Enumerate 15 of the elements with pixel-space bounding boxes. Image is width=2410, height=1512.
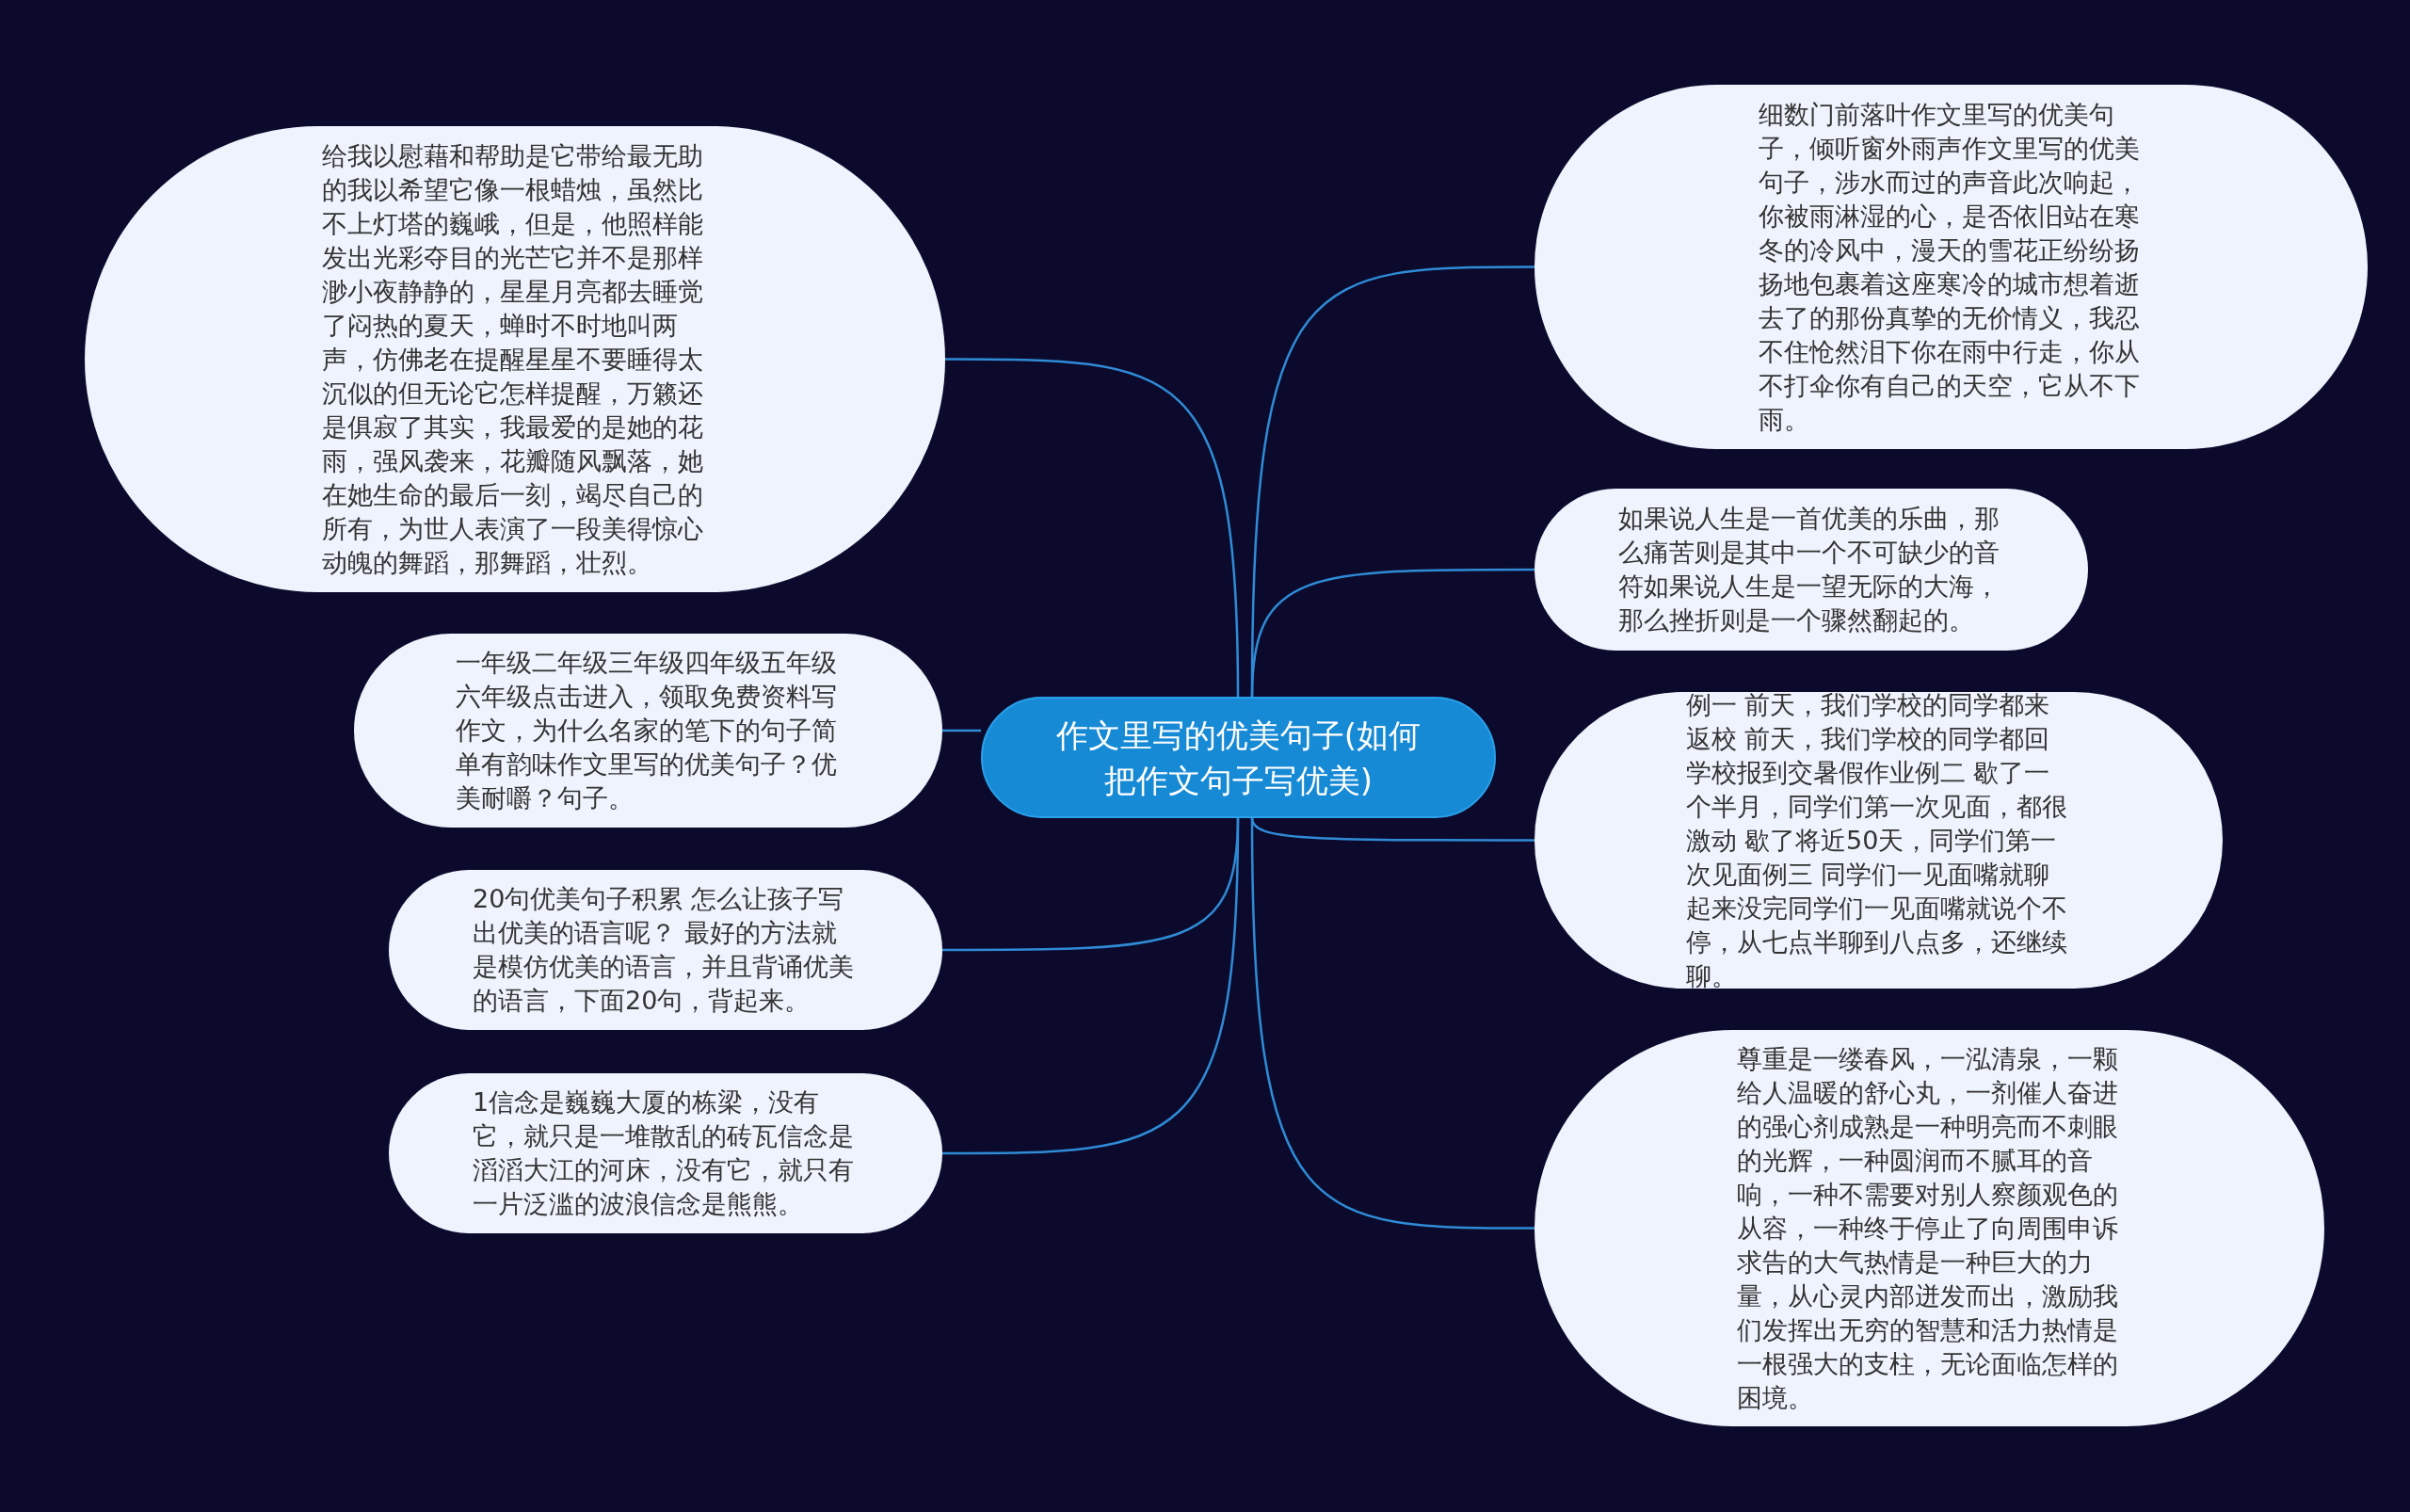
connector-line (942, 817, 1240, 1155)
topic-text: 细数门前落叶作文里写的优美句子，倾听窗外雨声作文里写的优美句子，涉水而过的声音此次响起，你被雨淋湿的心，是否依旧站在寒冬的冷风中，漫天的雪花正纷纷扬扬地包裹着这座寒冷的城市想着逝去了的那份真挚的无价情义，我忍不住怆然泪下你在雨中行走，你从不打伞你有自己的天空，它从不下雨。 (1758, 98, 2141, 436)
topic-text: 20句优美句子积累 怎么让孩子写出优美的语言呢？ 最好的方法就是模仿优美的语言，并且背诵优美的语言，下面20句，背起来。 (473, 883, 855, 1017)
topic-title: 作文里写的优美句子(如何把作文句子写优美) (1054, 715, 1422, 801)
connector-line (945, 358, 1240, 698)
topic-text: 1信念是巍巍大厦的栋梁，没有它，就只是一堆散乱的砖瓦信念是滔滔大江的河床，没有它，就只有一片泛滥的波浪信念是熊熊。 (473, 1086, 855, 1220)
connector-line (1250, 818, 1534, 1230)
connector-line (942, 729, 981, 732)
topic-text: 尊重是一缕春风，一泓清泉，一颗给人温暖的舒心丸，一剂催人奋进的强心剂成熟是一种明亮而不刺眼的光辉，一种圆润而不腻耳的音响，一种不需要对别人察颜观色的从容，一种终于停止了向周围申诉求告的大气热情是一种巨大的力量，从心灵内部迸发而出，激励我们发挥出无穷的智慧和活力热情是一根强大的支柱，无论面临怎样的困境。 (1736, 1042, 2119, 1414)
topic-text: 给我以慰藉和帮助是它带给最无助的我以希望它像一根蜡烛，虽然比不上灯塔的巍峨，但是，他照样能发出光彩夺目的光芒它并不是那样渺小夜静静的，星星月亮都去睡觉了闷热的夏天，蝉时不时地叫两声，仿佛老在提醒星星不要睡得太沉似的但无论它怎样提醒，万籁还是俱寂了其实，我最爱的是她的花雨，强风袭来，花瓣随风飘落，她在她生命的最后一刻，竭尽自己的所有，为世人表演了一段美得惊心动魄的舞蹈，那舞蹈，壮烈。 (322, 139, 704, 579)
topic-text: 例一 前天，我们学校的同学都来返校 前天，我们学校的同学都回学校报到交暑假作业例二 歇了一个半月，同学们第一次见面，都很激动 歇了将近50天，同学们第一次见面例三 同学们一见面嘴就聊起来没完同学们一见面嘴就说个不停，从七点半聊到八点多，还继续聊。 (1685, 688, 2068, 992)
connector-line (1250, 568, 1534, 698)
connector-line (1250, 817, 1534, 842)
topic-text: 一年级二年级三年级四年级五年级六年级点击进入，领取免费资料写作文，为什么名家的笔下的句子简单有韵味作文里写的优美句子？优美耐嚼？句子。 (455, 647, 838, 814)
topic-text: 如果说人生是一首优美的乐曲，那么痛苦则是其中一个不可缺少的音符如果说人生是一望无际的大海，那么挫折则是一个骤然翻起的。 (1618, 503, 2000, 636)
